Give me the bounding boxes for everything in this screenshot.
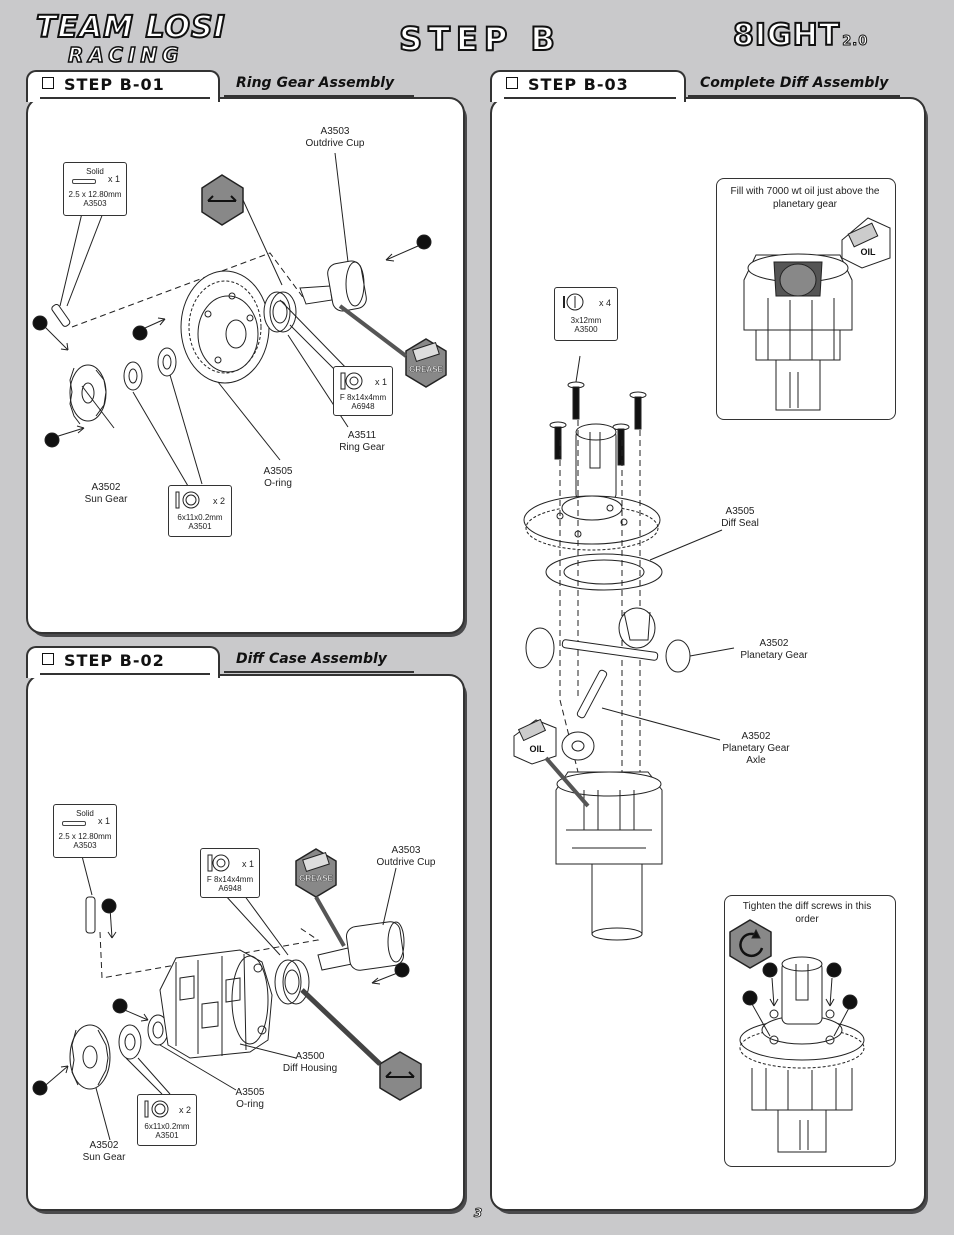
outdrive-cup-part (317, 921, 405, 971)
brand-logo: TEAM LOSI RACING (35, 10, 246, 70)
washer-part (118, 1024, 142, 1060)
model-version: 2.0 (842, 34, 869, 50)
tighten-note: Tighten the diff screws in this order (742, 901, 872, 925)
diff-seal-part (545, 553, 663, 591)
oil-label: OIL (861, 247, 877, 257)
oil-label: OIL (530, 744, 546, 754)
step-b02-heading: STEP B-02 (42, 651, 165, 670)
washer-part (157, 347, 177, 377)
step-marker (44, 432, 60, 448)
page-title: STEP B (398, 19, 561, 59)
ring-gear-outdrive-part (523, 423, 661, 551)
step-marker (742, 990, 758, 1006)
step-b03-checkbox[interactable] (506, 77, 518, 89)
brand-logo-bottom: RACING (67, 43, 184, 67)
step-b03-subtitle: Complete Diff Assembly (700, 75, 889, 91)
diff-housing-part (555, 771, 663, 941)
diff-housing-part (159, 949, 273, 1059)
bearing-part (263, 291, 297, 333)
pin-part (85, 896, 96, 934)
washer-part (123, 361, 143, 391)
part-card-bearing: x 1 F 8x14x4mm A6948 (200, 848, 260, 898)
grease-label: GREASE (409, 365, 443, 374)
part-card-screw: x 4 3x12mm A3500 (554, 287, 618, 341)
part-card-shim: x 2 6x11x0.2mm A3501 (168, 485, 232, 537)
grease-label: GREASE (299, 874, 333, 883)
ring-gear-part (180, 270, 270, 384)
bearing-part (274, 959, 310, 1005)
step-marker (32, 1080, 48, 1096)
oil-bottle-icon (513, 718, 590, 808)
step-marker (416, 234, 432, 250)
outdrive-cup-part (299, 260, 367, 312)
step-marker (842, 994, 858, 1010)
part-card-pin: Solid x 1 2.5 x 12.80mm A3503 (53, 804, 117, 858)
pin-part (51, 303, 71, 327)
step-b03-heading: STEP B-03 (506, 75, 629, 94)
oil-bottle-icon (841, 217, 891, 269)
sun-gear-part (69, 1024, 111, 1090)
planetary-gear-axle-part (561, 639, 659, 661)
step-b02-subtitle: Diff Case Assembly (236, 651, 387, 667)
step-b02-checkbox[interactable] (42, 653, 54, 665)
step-b01-subtitle: Ring Gear Assembly (236, 75, 395, 91)
part-card-pin: Solid x 1 2.5 x 12.80mm A3503 (63, 162, 127, 216)
diff-oil-fill-illustration (743, 253, 853, 411)
page-number: 3 (473, 1206, 483, 1221)
model-name: 8IGHT (732, 17, 841, 54)
planetary-gear-axle-part (576, 669, 608, 719)
part-card-bearing: x 1 F 8x14x4mm A6948 (333, 366, 393, 416)
brand-logo-top: TEAM LOSI (35, 10, 226, 45)
screw-part (549, 381, 647, 466)
step-marker (112, 998, 128, 1014)
step-marker (394, 962, 410, 978)
part-card-shim: x 2 6x11x0.2mm A3501 (137, 1094, 197, 1146)
rotate-sequence-icon (729, 919, 772, 969)
step-marker (132, 325, 148, 341)
sun-gear-part (69, 364, 107, 425)
step-b01-heading: STEP B-01 (42, 75, 165, 94)
step-marker (762, 962, 778, 978)
tightened-diff-illustration (739, 956, 865, 1153)
step-b01-checkbox[interactable] (42, 77, 54, 89)
oil-fill-note: Fill with 7000 wt oil just above the pla… (730, 186, 880, 210)
step-marker (32, 315, 48, 331)
step-marker (826, 962, 842, 978)
step-marker (101, 898, 117, 914)
planetary-gear-part (525, 607, 691, 761)
